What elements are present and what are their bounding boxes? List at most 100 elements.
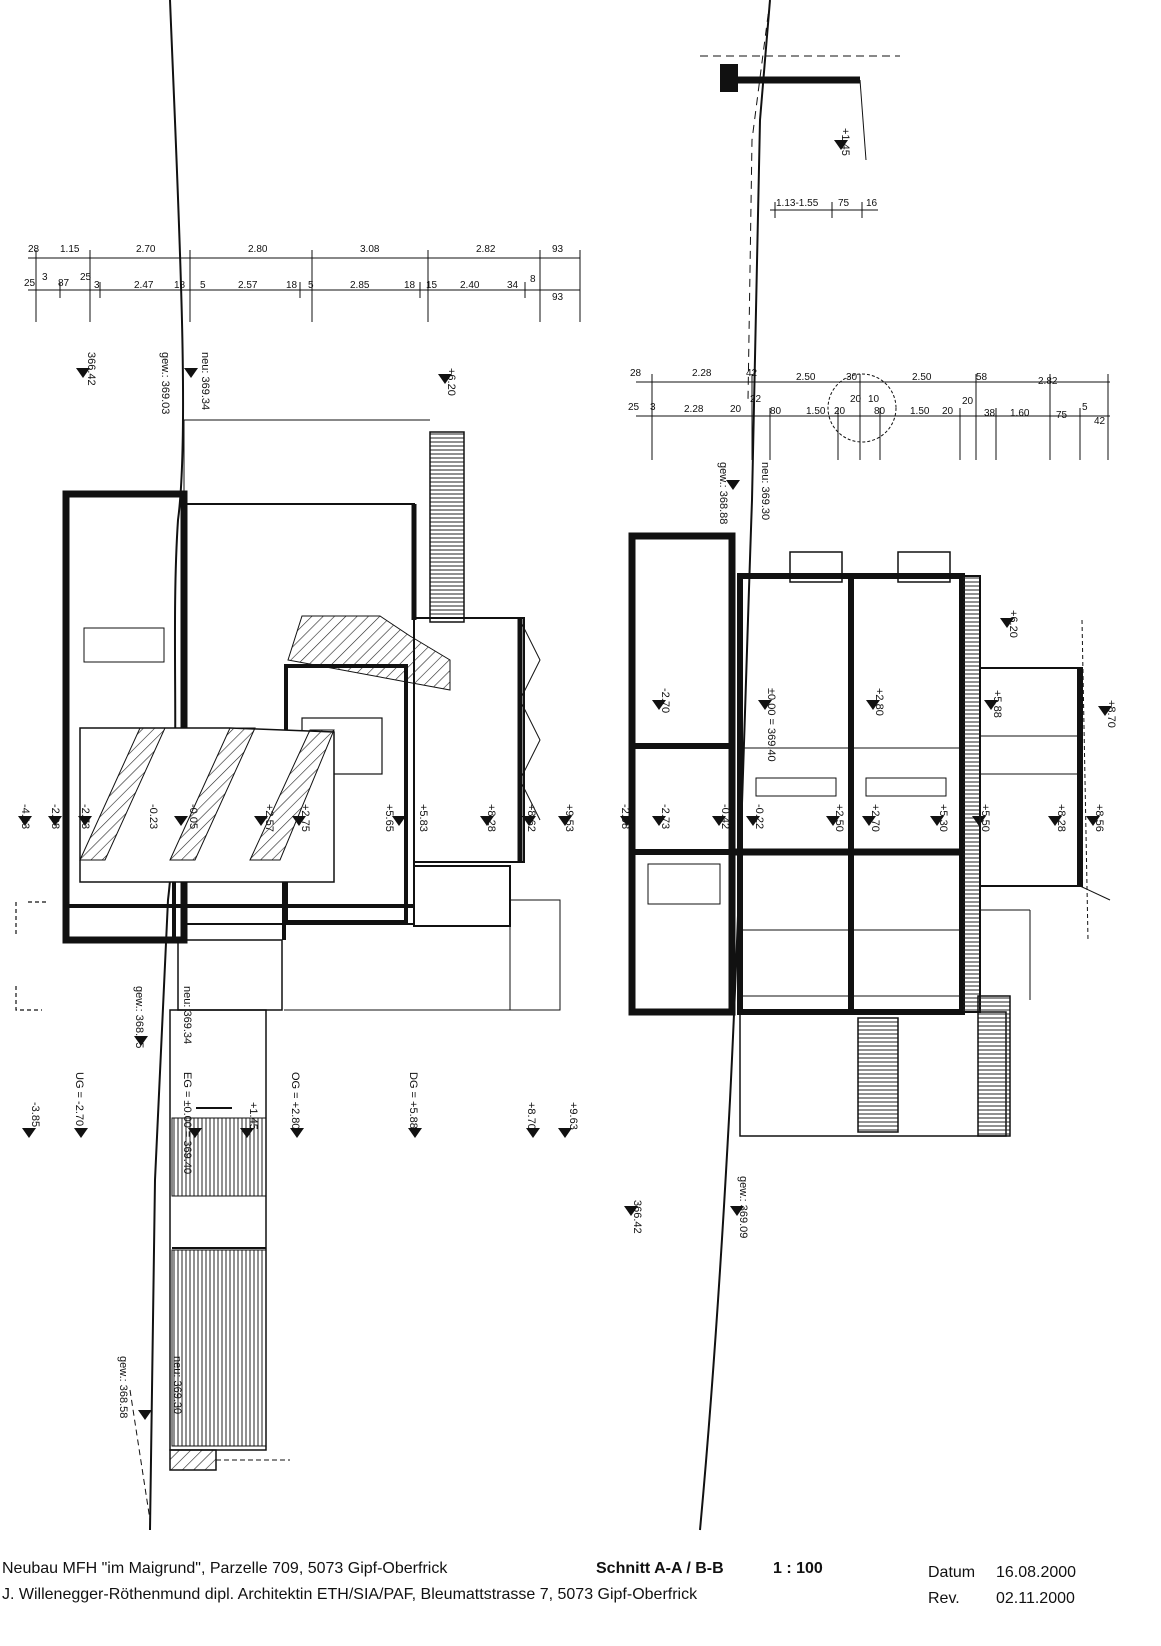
scale-label: 1 : 100 — [773, 1560, 823, 1577]
dim-label: 18 — [286, 280, 298, 291]
project-title: Neubau MFH "im Maigrund", Parzelle 709, … — [2, 1560, 448, 1577]
level-label: +2.57 — [263, 804, 275, 832]
wall-block — [720, 64, 738, 92]
dim-label: 93 — [552, 292, 564, 303]
dim-label: 80 — [874, 406, 886, 417]
level-label: +2.80 — [873, 688, 885, 716]
dim-label: 5 — [200, 280, 206, 291]
dim-label: 42 — [746, 368, 758, 379]
dim-label: 2.82 — [1038, 376, 1058, 387]
level-label: -3.85 — [29, 1102, 41, 1127]
dim-label: 2.82 — [476, 244, 496, 255]
dim-label: 2.28 — [692, 368, 712, 379]
dim-label: 87 — [58, 278, 70, 289]
dim-label: 3 — [650, 402, 656, 413]
dim-label: 75 — [1056, 410, 1068, 421]
level-label: +2.50 — [833, 804, 845, 832]
level-label: 366.42 — [85, 352, 97, 386]
revision-value: 02.11.2000 — [996, 1590, 1075, 1607]
architect-line: J. Willenegger-Röthenmund dipl. Architek… — [2, 1586, 698, 1603]
dim-label: 20 — [962, 396, 974, 407]
dim-label: 18 — [404, 280, 416, 291]
level-label: -4.13 — [19, 804, 31, 829]
level-label: +2.70 — [869, 804, 881, 832]
level-label: +9.53 — [563, 804, 575, 832]
level-label: -0.05 — [187, 804, 199, 829]
level-label: -2.98 — [49, 804, 61, 829]
level-label: +8.28 — [485, 804, 497, 832]
dim-label: 15 — [426, 280, 438, 291]
dimension-labels-top-b: 28 2.28 42 2.50 30 2.50 58 2.82 — [630, 368, 1058, 387]
level-label: neu: 369.34 — [181, 986, 193, 1044]
structure-a — [15, 419, 561, 1471]
dim-label: 25 — [628, 402, 640, 413]
dim-label: 1.13-1.55 — [776, 198, 819, 209]
level-label: -2.73 — [79, 804, 91, 829]
dim-label: 22 — [750, 394, 762, 405]
level-markers-b — [620, 480, 1112, 1216]
level-label: ±0.00 = 369.40 — [765, 688, 777, 762]
level-label: +1.45 — [839, 128, 851, 156]
sheet-title: Schnitt A-A / B-B — [596, 1560, 724, 1577]
revision-label: Rev. — [928, 1590, 960, 1607]
level-label: -2.98 — [619, 804, 631, 829]
dim-label: 8 — [530, 274, 536, 285]
level-label: -0.23 — [147, 804, 159, 829]
level-label: +5.30 — [937, 804, 949, 832]
terrain-line-b — [699, 0, 771, 1531]
dim-label: 1.50 — [910, 406, 930, 417]
dim-label: 2.40 — [460, 280, 480, 291]
level-labels-a: 366.42 gew.: 369.03 neu: 369.34 +6.20 -4… — [19, 352, 579, 1418]
level-label: EG = ±0.00 = 369.40 — [181, 1072, 193, 1174]
dimension-labels-bottom-b: 25 3 2.28 20 22 80 1.50 20 20 10 80 1.50… — [628, 394, 1106, 427]
dim-label: 58 — [976, 372, 988, 383]
level-label: +8.70 — [525, 1102, 537, 1130]
dim-label: 20 — [942, 406, 954, 417]
level-label: +6.20 — [445, 368, 457, 396]
dim-label: 1.60 — [1010, 408, 1030, 419]
level-label: -2.73 — [659, 804, 671, 829]
dim-label: 34 — [507, 280, 519, 291]
dim-label: 80 — [770, 406, 782, 417]
level-label: +5.88 — [991, 690, 1003, 718]
dim-label: 3 — [94, 280, 100, 291]
dim-label: 5 — [1082, 402, 1088, 413]
dim-label: 2.70 — [136, 244, 156, 255]
dim-label: 2.57 — [238, 280, 258, 291]
level-label: OG = +2.80 — [289, 1072, 301, 1129]
tree-symbol — [827, 373, 897, 443]
level-label: +8.70 — [1105, 700, 1117, 728]
level-label: +8.28 — [1055, 804, 1067, 832]
dim-label: 93 — [552, 244, 564, 255]
dim-label: 30 — [846, 372, 858, 383]
dimension-labels-top-a: 28 1.15 2.70 2.80 3.08 2.82 93 — [28, 244, 564, 255]
dim-label: 25 — [80, 272, 92, 283]
dim-label: 3.08 — [360, 244, 380, 255]
dim-label: 75 — [838, 198, 850, 209]
dim-label: 38 — [984, 408, 996, 419]
level-label: -0.42 — [719, 804, 731, 829]
dim-label: 42 — [1094, 416, 1106, 427]
dim-label: 1.15 — [60, 244, 80, 255]
structure-b — [628, 532, 1111, 1137]
level-label: UG = -2.70 — [73, 1072, 85, 1126]
level-label: gew.: 369.09 — [737, 1176, 749, 1238]
dim-label: 2.80 — [248, 244, 268, 255]
dimension-chain-top-b — [636, 374, 1110, 460]
level-label: +1.45 — [247, 1102, 259, 1130]
section-b-b: +1.45 1.13-1.55 75 16 — [619, 0, 1117, 1531]
level-labels-b: gew.: 368.88 neu: 369.30 +6.20 -2.70 ±0.… — [619, 462, 1117, 1238]
dim-label: 16 — [866, 198, 878, 209]
dim-label: 10 — [868, 394, 880, 405]
dimension-chain-top-a — [28, 250, 581, 322]
dim-label: 2.28 — [684, 404, 704, 415]
date-value: 16.08.2000 — [996, 1564, 1077, 1581]
dim-label: 28 — [28, 244, 40, 255]
dim-label: 2.47 — [134, 280, 154, 291]
level-label: neu: 369.34 — [199, 352, 211, 410]
level-label: +2.75 — [299, 804, 311, 832]
dim-label: 5 — [308, 280, 314, 291]
dim-label: 2.50 — [912, 372, 932, 383]
level-label: gew.: 368.88 — [717, 462, 729, 524]
level-label: 366.42 — [631, 1200, 643, 1234]
